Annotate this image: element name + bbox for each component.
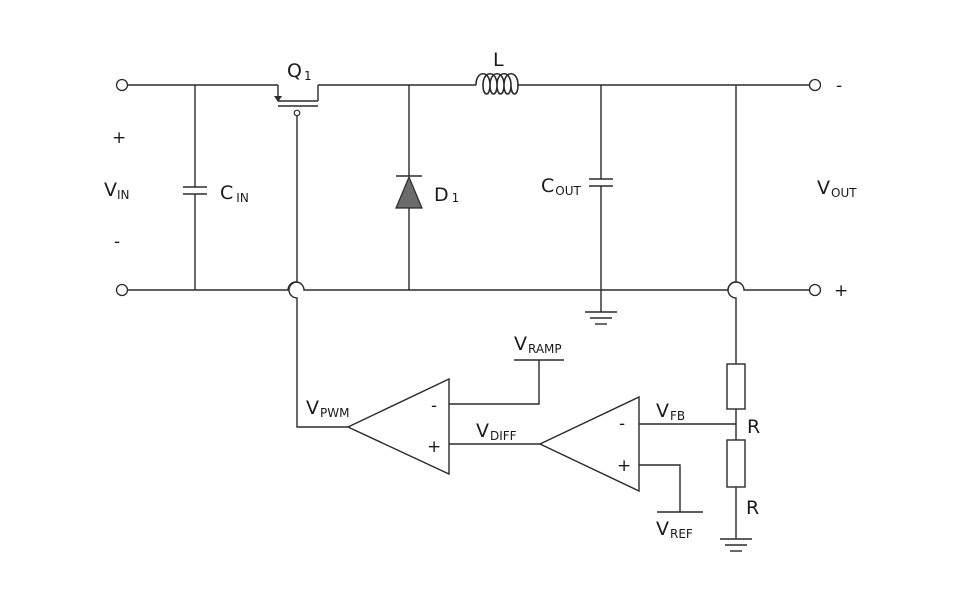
resistor-top: [726, 363, 746, 410]
vref-wire: [639, 464, 681, 512]
vramp-label: VRAMP: [514, 333, 562, 356]
pwm-comparator-plus-sign: +: [427, 437, 441, 457]
resistor-bottom-label: R: [746, 497, 759, 519]
input-capacitor: [183, 85, 207, 290]
inductor-label: L: [493, 49, 504, 71]
error-amp-plus-sign: +: [617, 456, 631, 476]
divider-ground-symbol: [720, 538, 752, 552]
q1-mosfet: [274, 85, 319, 117]
vpwm-label: VPWM: [306, 397, 349, 420]
vfb-label: VFB: [656, 400, 685, 423]
cout-ground-symbol: [585, 311, 617, 325]
cout-label: COUT: [541, 175, 582, 198]
vin-minus-sign: -: [114, 232, 120, 252]
vin-top-terminal: [115, 78, 129, 92]
vin-label: VIN: [104, 179, 130, 202]
vout-minus-sign: -: [836, 76, 842, 96]
resistor-bottom: [726, 439, 746, 488]
vout-label: VOUT: [817, 177, 857, 200]
output-capacitor: [589, 85, 613, 312]
vref-label: VREF: [656, 518, 693, 541]
vdiff-label: VDIFF: [476, 420, 517, 443]
vout-top-terminal: [808, 78, 822, 92]
error-amplifier: [538, 395, 640, 493]
vin-bottom-terminal: [115, 283, 129, 297]
vout-bottom-terminal: [808, 283, 822, 297]
vin-plus-sign: +: [112, 128, 126, 148]
vout-plus-sign: +: [834, 281, 848, 301]
resistor-top-label: R: [747, 416, 760, 438]
bottom-rail: [128, 281, 809, 291]
vout-sense-wire: [727, 85, 737, 364]
d1-diode: [395, 85, 423, 290]
pwm-comparator: [346, 377, 450, 476]
inductor: [475, 72, 532, 95]
gate-drive-wire: [288, 116, 348, 428]
vramp-wire: [449, 360, 540, 405]
error-amp-minus-sign: -: [619, 414, 625, 434]
pwm-comparator-minus-sign: -: [431, 396, 437, 416]
